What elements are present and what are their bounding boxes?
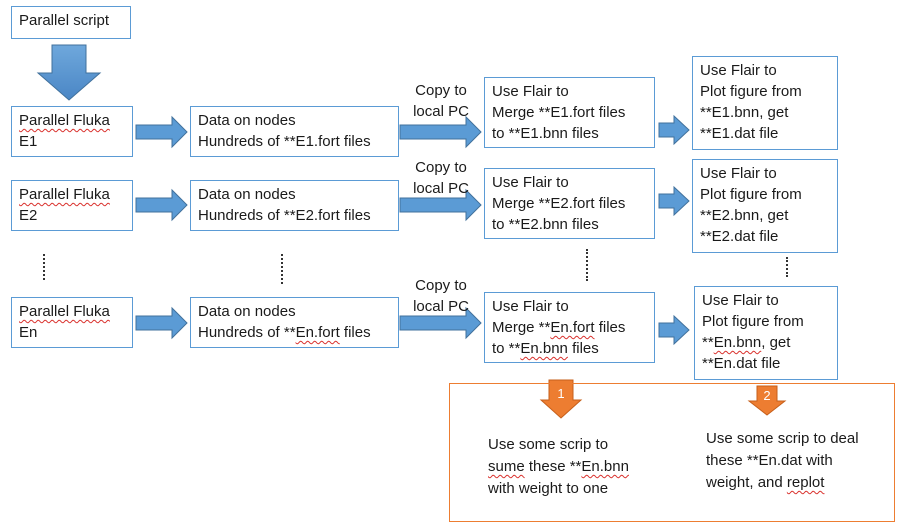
plot-box-e2: Use Flair to Plot figure from **E2.bnn, … xyxy=(692,159,838,253)
plot-box-e1: Use Flair to Plot figure from **E1.bnn, … xyxy=(692,56,838,150)
job-energy: E1 xyxy=(19,133,38,150)
step2-text: Use some scrip to deal these **En.dat wi… xyxy=(706,430,859,491)
job-label: Parallel Fluka xyxy=(19,186,110,203)
ellipsis-dots xyxy=(586,249,588,281)
job-box-e2: Parallel Fluka E2 xyxy=(11,180,133,231)
job-energy: E2 xyxy=(19,207,38,224)
arrow-right-icon xyxy=(399,115,482,149)
step1-badge: 1 xyxy=(557,386,564,401)
plot-box-en: Use Flair to Plot figure from **En.bnn, … xyxy=(694,286,838,380)
ellipsis-dots xyxy=(43,254,45,280)
job-box-en: Parallel Fluka En xyxy=(11,297,133,348)
data-box-e1: Data on nodes Hundreds of **E1.fort file… xyxy=(190,106,399,157)
job-label: Parallel Fluka xyxy=(19,112,110,129)
arrow-right-icon xyxy=(399,306,482,340)
down-arrow-icon xyxy=(36,44,102,101)
arrow-right-icon xyxy=(399,188,482,222)
data-files: Hundreds of **E1.fort files xyxy=(198,133,371,150)
arrow-right-icon xyxy=(135,306,188,340)
merge-box-e1: Use Flair to Merge **E1.fort files to **… xyxy=(484,77,655,148)
merge-box-en: Use Flair to Merge **En.fort files to **… xyxy=(484,292,655,363)
data-box-e2: Data on nodes Hundreds of **E2.fort file… xyxy=(190,180,399,231)
step1-text: Use some scrip to sume these **En.bnn wi… xyxy=(488,436,629,497)
job-label: Parallel Fluka xyxy=(19,303,110,320)
step2-badge: 2 xyxy=(763,388,770,403)
arrow-right-icon xyxy=(658,185,690,217)
data-label: Data on nodes xyxy=(198,112,296,129)
job-box-e1: Parallel Fluka E1 xyxy=(11,106,133,157)
summary-box xyxy=(449,383,895,522)
copy-label-e2: Copy to local PC xyxy=(413,159,469,197)
job-energy: En xyxy=(19,324,38,341)
arrow-right-icon xyxy=(135,115,188,149)
step2-down-arrow-icon xyxy=(747,385,787,416)
arrow-right-icon xyxy=(658,314,690,346)
ellipsis-dots xyxy=(281,254,283,284)
copy-label-e1: Copy to local PC xyxy=(413,82,469,120)
ellipsis-dots xyxy=(786,257,788,277)
parallel-script-label: Parallel script xyxy=(19,12,110,29)
arrow-right-icon xyxy=(658,114,690,146)
copy-label-en: Copy to local PC xyxy=(413,277,469,315)
arrow-right-icon xyxy=(135,188,188,222)
parallel-script-box: Parallel script xyxy=(11,6,131,39)
merge-box-e2: Use Flair to Merge **E2.fort files to **… xyxy=(484,168,655,239)
data-box-en: Data on nodes Hundreds of **En.fort file… xyxy=(190,297,399,348)
